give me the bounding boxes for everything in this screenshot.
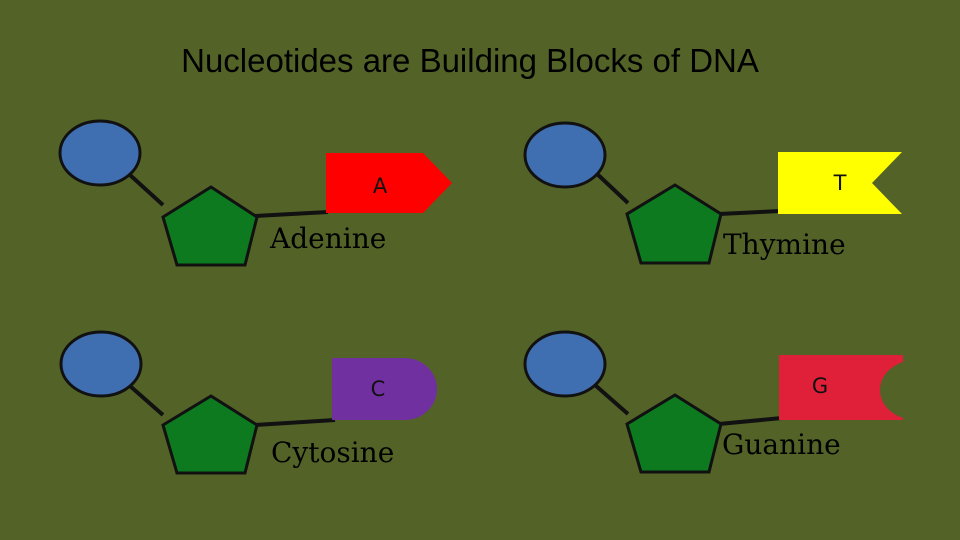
nucleotide-guanine: G bbox=[523, 330, 903, 474]
phosphate-circle bbox=[523, 121, 607, 189]
sugar-base-bond bbox=[254, 210, 329, 218]
phosphate-sugar-bond bbox=[128, 173, 165, 207]
base-name-cytosine: Cytosine bbox=[271, 436, 395, 469]
slide-title: Nucleotides are Building Blocks of DNA bbox=[181, 42, 759, 79]
base-name-thymine: Thymine bbox=[723, 228, 846, 261]
sugar-pentagon bbox=[161, 185, 259, 267]
guanine-base bbox=[779, 355, 903, 420]
thymine-base bbox=[778, 152, 902, 214]
phosphate-sugar-bond bbox=[593, 170, 630, 205]
nucleotide-adenine: A bbox=[58, 119, 452, 267]
phosphate-circle bbox=[523, 330, 607, 398]
sugar-base-bond bbox=[718, 416, 783, 426]
sugar-base-bond bbox=[254, 418, 336, 427]
sugar-pentagon bbox=[161, 394, 259, 475]
nucleotide-thymine: T bbox=[523, 121, 902, 265]
nucleotide-cytosine: C bbox=[59, 330, 437, 475]
base-letter-a: A bbox=[373, 174, 388, 198]
phosphate-sugar-bond bbox=[593, 383, 630, 416]
base-name-guanine: Guanine bbox=[722, 428, 841, 461]
phosphate-circle bbox=[58, 119, 142, 187]
phosphate-sugar-bond bbox=[128, 384, 165, 417]
sugar-base-bond bbox=[718, 209, 781, 216]
cytosine-base bbox=[332, 358, 437, 420]
adenine-base bbox=[326, 153, 452, 213]
base-letter-t: T bbox=[833, 171, 847, 195]
sugar-pentagon bbox=[625, 183, 723, 265]
base-name-adenine: Adenine bbox=[270, 222, 387, 255]
sugar-pentagon bbox=[625, 393, 723, 474]
base-letter-g: G bbox=[812, 374, 828, 398]
base-letter-c: C bbox=[371, 377, 386, 401]
phosphate-circle bbox=[59, 330, 143, 398]
